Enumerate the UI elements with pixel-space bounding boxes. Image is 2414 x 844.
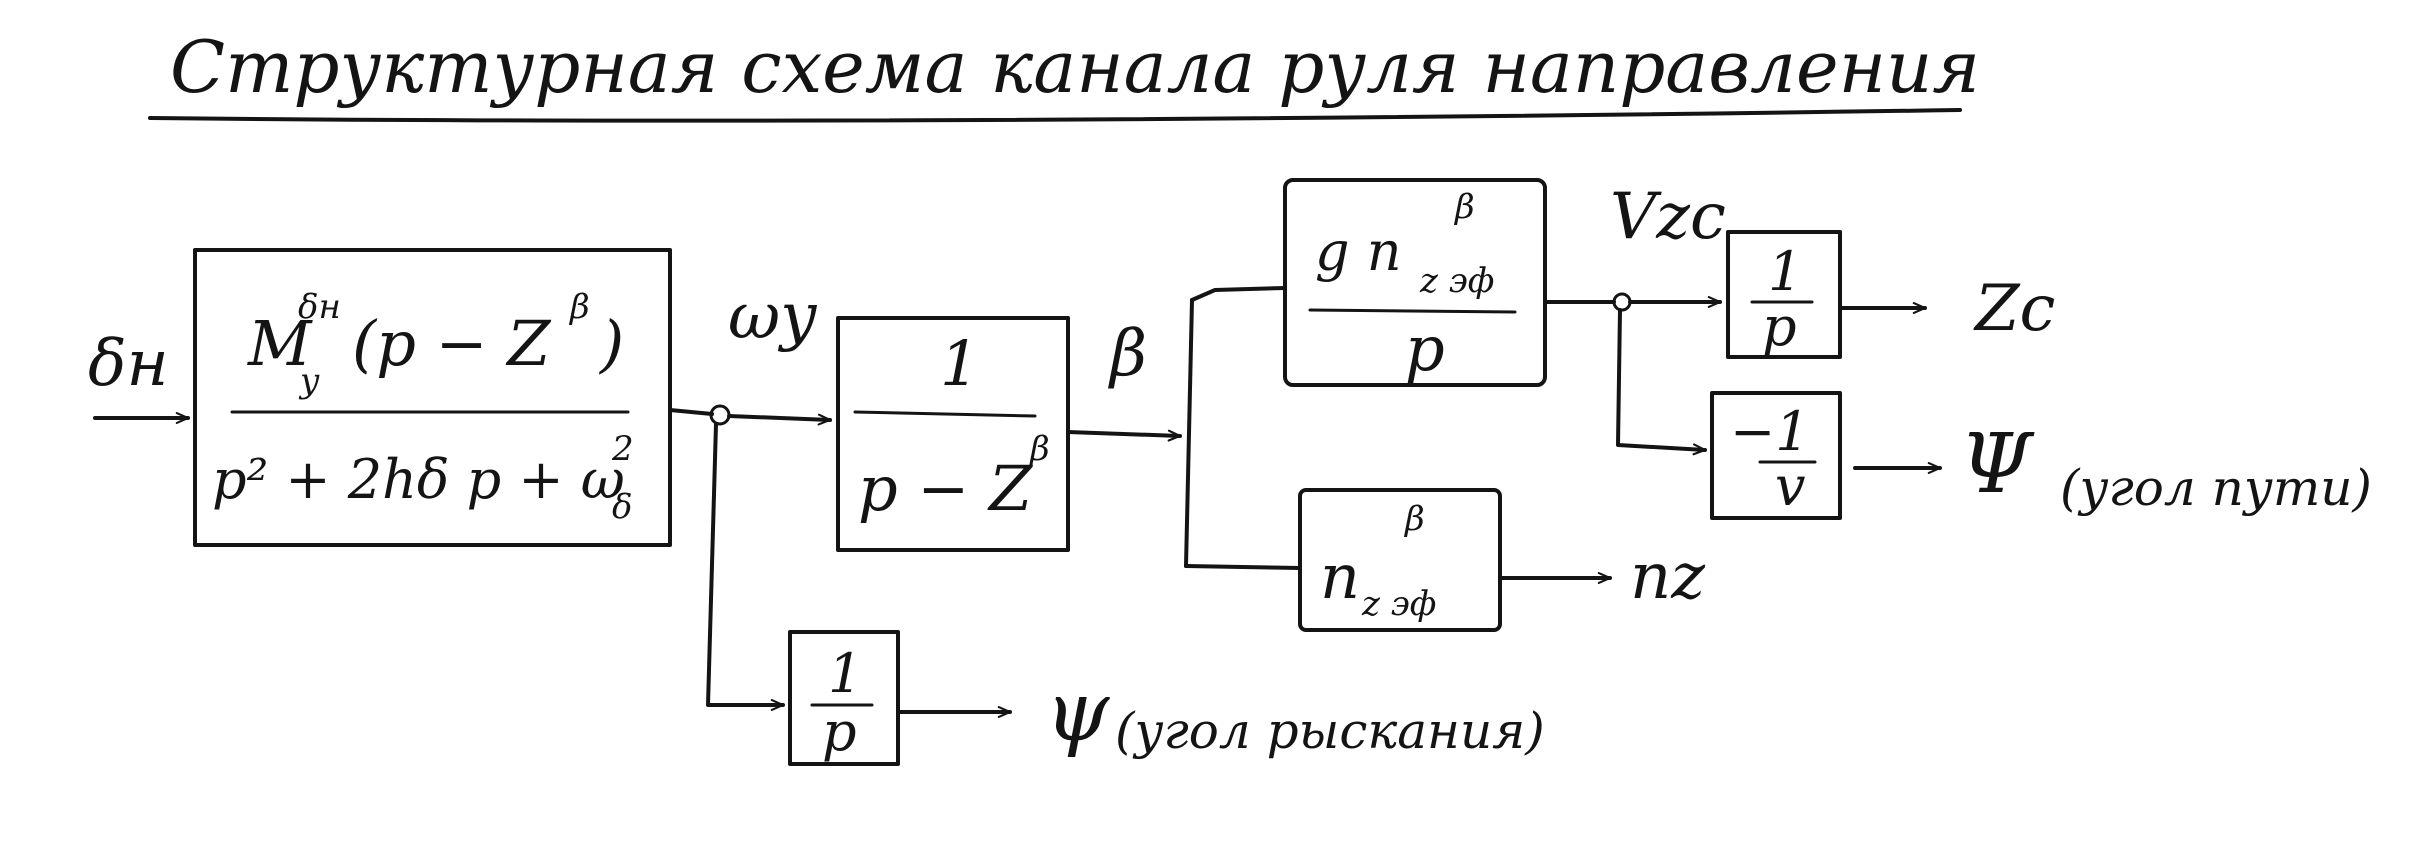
beta-tf-bar [853, 410, 1037, 418]
gain-v-den: v [1775, 455, 1806, 518]
plant-to-branch [668, 408, 714, 416]
plant-den-sup: 2 [611, 429, 634, 469]
title-underline [148, 108, 1962, 123]
g-nz-num-sub: z эф [1419, 261, 1494, 301]
integ-z-num: 1 [1768, 240, 1802, 303]
block-nz-gain [1298, 488, 1502, 632]
block-g-nz [1283, 178, 1547, 387]
plant-den: p² + 2hδ p + ω [212, 448, 625, 511]
signal-psi-path: Ψ [1960, 417, 2035, 512]
plant-num-sup: δн [298, 287, 341, 327]
g-nz-den: p [1405, 312, 1445, 385]
signal-nz: nz [1630, 540, 1706, 614]
beta-tf-num: 1 [940, 327, 979, 400]
beta-tf-den-sup: β [1028, 429, 1050, 469]
integ-yaw-num: 1 [828, 642, 862, 705]
nz-gain-main: n [1320, 540, 1360, 613]
g-nz-bar [1308, 308, 1517, 314]
omega-to-beta-block [727, 416, 832, 420]
g-nz-num-sup: β [1453, 187, 1475, 227]
signal-zc: Zc [1973, 272, 2055, 346]
block-plant [193, 248, 672, 547]
omega-down-branch [706, 422, 785, 705]
signal-beta: β [1108, 317, 1147, 391]
vz-down-branch [1616, 308, 1707, 450]
beta-out-arrow [1066, 432, 1182, 436]
beta-to-g-block [1190, 286, 1287, 302]
g-nz-num: g n [1315, 220, 1402, 283]
gain-v-num: −1 [1730, 400, 1810, 463]
block-gain-v [1710, 391, 1842, 520]
plant-denominator: p² + 2hδ p + ω 2 δ [212, 429, 634, 527]
beta-to-nz-block [1184, 564, 1302, 570]
diagram-title: Структурная схема канала руля направлени… [170, 25, 1980, 109]
nz-gain-sup: β [1403, 499, 1425, 539]
integ-yaw-den: p [822, 700, 857, 763]
signal-omega-y: ωy [728, 280, 817, 354]
signal-delta-n: δн [88, 327, 169, 401]
beta-tf-den: p − Z [858, 452, 1033, 525]
integ-z-den: p [1762, 295, 1797, 358]
plant-num-m: M [247, 307, 313, 380]
plant-num-close: ) [598, 307, 624, 380]
block-integrator-z [1726, 230, 1842, 359]
beta-split-vertical [1184, 298, 1194, 568]
branch-point-vz [1612, 292, 1632, 312]
annotation-yaw-angle: (угол рыскания) [1115, 702, 1545, 760]
plant-num-sub: y [298, 361, 320, 401]
plant-numerator: M δн y (p − Z β ) [247, 287, 624, 401]
block-integrator-yaw [788, 630, 900, 766]
nz-gain-sub: z эф [1361, 584, 1436, 624]
plant-den-sub: δ [612, 487, 632, 527]
plant-num-tail: (p − Z [352, 307, 551, 380]
signal-psi-yaw: ψ [1045, 665, 1110, 760]
annotation-path-angle: (угол пути) [2060, 459, 2372, 517]
plant-num-tail-sup: β [568, 287, 590, 327]
signal-vzc: Vzc [1610, 180, 1726, 254]
